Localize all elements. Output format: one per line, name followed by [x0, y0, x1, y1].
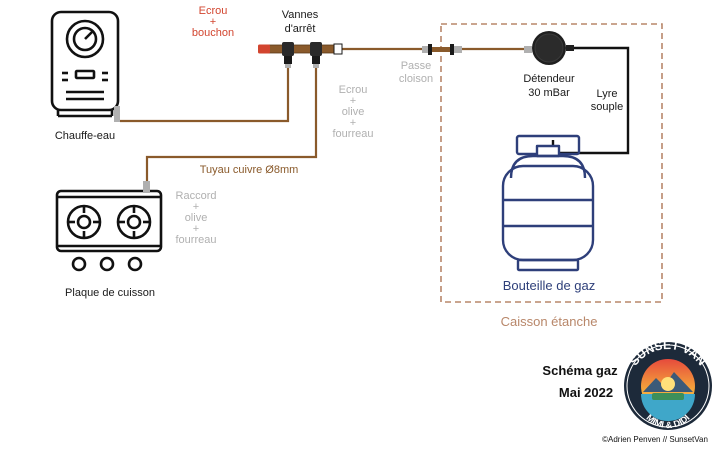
label-lyre: Lyre souple: [591, 88, 623, 113]
svg-text:Passe: Passe: [401, 60, 432, 72]
svg-text:+: +: [350, 95, 356, 107]
cooktop-icon: [55, 189, 163, 272]
regulator: [524, 31, 574, 65]
svg-text:+: +: [193, 223, 199, 235]
label-raccord: Raccord + olive + fourreau: [176, 190, 217, 246]
svg-text:d'arrêt: d'arrêt: [285, 23, 316, 35]
svg-text:+: +: [350, 117, 356, 129]
title-line-2: Mai 2022: [559, 385, 613, 400]
svg-text:bouchon: bouchon: [192, 27, 234, 39]
svg-text:Lyre: Lyre: [597, 88, 618, 100]
svg-text:fourreau: fourreau: [333, 128, 374, 140]
label-caisson: Caisson étanche: [501, 314, 598, 329]
svg-text:souple: souple: [591, 101, 623, 113]
svg-text:+: +: [193, 201, 199, 213]
logo-bottom-text: MIMI & DIDI: [644, 412, 691, 430]
svg-text:Ecrou: Ecrou: [339, 84, 368, 96]
cooktop-fitting: [143, 181, 150, 193]
water-heater-fitting: [114, 106, 120, 122]
svg-text:30 mBar: 30 mBar: [528, 87, 570, 99]
credit-text: ©Adrien Penven // SunsetVan: [602, 435, 708, 444]
label-tuyau: Tuyau cuivre Ø8mm: [200, 164, 299, 176]
label-chauffe-eau: Chauffe-eau: [55, 130, 115, 142]
sunset-van-logo: SUNSET VAN MIMI & DIDI: [624, 338, 712, 430]
label-vannes: Vannes d'arrêt: [282, 9, 319, 35]
copper-pipes: [120, 47, 530, 183]
svg-text:olive: olive: [185, 212, 208, 224]
svg-text:Ecrou: Ecrou: [199, 5, 228, 17]
label-ecrou-bouchon: Ecrou + bouchon: [192, 5, 234, 39]
svg-text:Détendeur: Détendeur: [523, 73, 575, 85]
water-heater-icon: [50, 10, 120, 118]
svg-text:cloison: cloison: [399, 73, 433, 85]
label-detendeur: Détendeur 30 mBar: [523, 73, 575, 99]
svg-text:Raccord: Raccord: [176, 190, 217, 202]
label-ecrou-olive: Ecrou + olive + fourreau: [333, 84, 374, 140]
label-passe-cloison: Passe cloison: [399, 60, 433, 85]
cap-red: [258, 44, 270, 54]
title-line-1: Schéma gaz: [542, 363, 618, 378]
svg-text:olive: olive: [342, 106, 365, 118]
label-plaque: Plaque de cuisson: [65, 287, 155, 299]
gas-bottle: [501, 134, 595, 272]
passe-cloison-fitting: [422, 44, 462, 55]
label-bouteille: Bouteille de gaz: [503, 278, 596, 293]
svg-text:fourreau: fourreau: [176, 234, 217, 246]
valve-manifold: [258, 42, 343, 68]
svg-text:Vannes: Vannes: [282, 9, 319, 21]
caisson-border: [440, 23, 663, 303]
svg-text:+: +: [210, 16, 216, 28]
